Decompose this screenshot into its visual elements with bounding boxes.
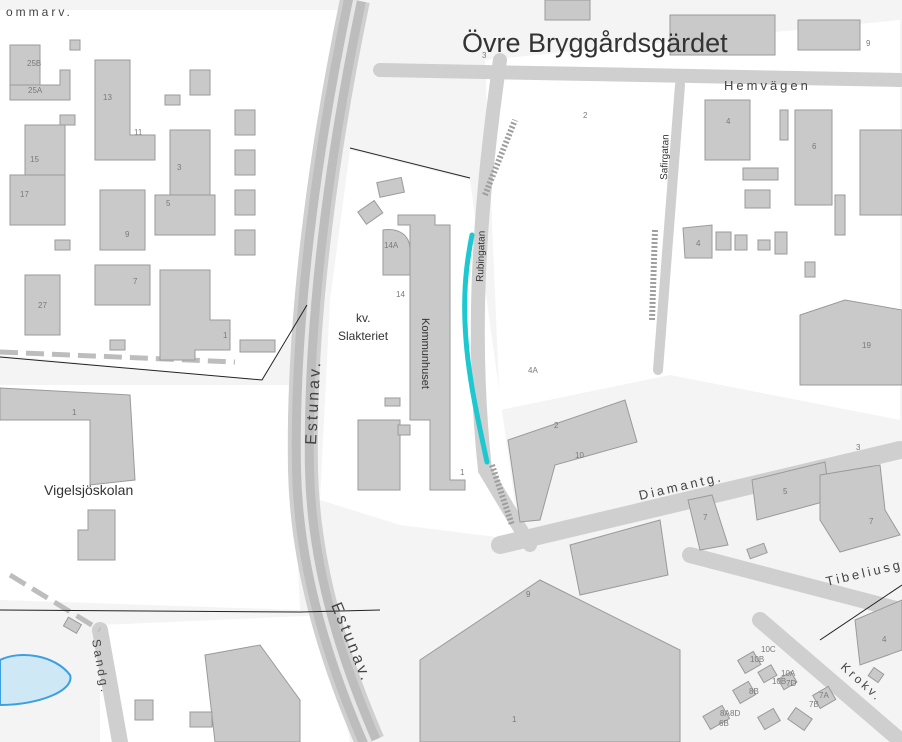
stair-marks	[482, 118, 658, 526]
svg-text:19: 19	[862, 341, 871, 350]
building-1-bottom	[419, 579, 681, 742]
building-top-middle	[669, 14, 776, 56]
slakteriet-label: Slakteriet	[338, 329, 389, 343]
svg-text:7B: 7B	[809, 700, 819, 709]
svg-text:1: 1	[223, 331, 228, 340]
block-vigelsjoskolan	[0, 385, 300, 610]
building-25a	[9, 69, 71, 101]
svg-text:1: 1	[460, 468, 465, 477]
building-7-mid	[687, 494, 729, 551]
building-13	[94, 59, 156, 161]
highway-estunavagen	[287, 0, 384, 742]
building-19	[799, 299, 902, 386]
rubingatan-label: Rubingatan	[475, 231, 488, 283]
hemvagen-label: Hemvägen	[724, 78, 811, 93]
rubingatan-highlight[interactable]	[462, 232, 490, 465]
svg-text:6: 6	[812, 142, 817, 151]
safirgatan-label: Safirgatan	[659, 134, 672, 180]
building-10	[507, 399, 638, 523]
kommarv-label: ommarv.	[6, 5, 73, 19]
building-sw	[204, 644, 301, 742]
kommunhuset-label: Kommunhuset	[419, 318, 431, 389]
property-lines	[0, 147, 902, 641]
svg-text:25B: 25B	[27, 59, 41, 68]
svg-text:4: 4	[696, 239, 701, 248]
svg-text:25A: 25A	[28, 86, 43, 95]
road-hemvagen	[373, 63, 902, 87]
svg-text:10: 10	[575, 451, 584, 460]
svg-text:10B: 10B	[772, 677, 786, 686]
building-slakteriet-south	[357, 419, 401, 491]
svg-text:7: 7	[133, 277, 138, 286]
svg-text:14A: 14A	[384, 241, 399, 250]
water-pond	[0, 654, 72, 707]
svg-text:2: 2	[554, 421, 559, 430]
building-4-ne	[704, 99, 751, 161]
svg-text:9: 9	[866, 39, 871, 48]
building-14a	[382, 229, 411, 276]
building-south-middle	[569, 519, 669, 596]
building-3	[169, 129, 211, 196]
kv-label: kv.	[356, 311, 370, 325]
svg-text:8D: 8D	[730, 709, 740, 718]
dashed-boundary-north	[0, 349, 236, 365]
district-label: Övre Bryggårdsgärdet	[462, 28, 728, 58]
svg-text:8B: 8B	[749, 687, 759, 696]
building-7-right	[819, 464, 901, 553]
property-numbers: 3 9 25B 25A 13 11 15 3 17 5 9 7 27 1 2 4…	[20, 39, 887, 728]
road-krokvagen	[752, 612, 902, 742]
svg-text:2: 2	[583, 111, 588, 120]
svg-text:5: 5	[166, 199, 171, 208]
svg-text:10A: 10A	[781, 669, 796, 678]
building-vigelsjoskolan	[0, 387, 136, 486]
building-7	[94, 264, 151, 306]
svg-text:7: 7	[869, 517, 874, 526]
svg-text:27: 27	[38, 301, 47, 310]
svg-text:11: 11	[134, 128, 143, 137]
building-15	[24, 124, 66, 176]
building-4-mid	[682, 224, 713, 259]
svg-text:7A: 7A	[819, 691, 829, 700]
building-vigel-south	[77, 509, 116, 561]
building-1-nw	[159, 269, 231, 361]
svg-text:3: 3	[856, 443, 861, 452]
dashed-boundary-south	[8, 572, 102, 633]
building-east-edge	[859, 129, 902, 216]
svg-text:9: 9	[526, 590, 531, 599]
svg-text:14: 14	[396, 290, 405, 299]
building-17	[9, 174, 66, 226]
svg-text:1: 1	[512, 715, 517, 724]
svg-text:13: 13	[103, 93, 112, 102]
svg-text:1: 1	[72, 408, 77, 417]
estunav-upper-label: Estunav.	[303, 359, 324, 445]
svg-text:3: 3	[482, 51, 487, 60]
svg-text:4: 4	[882, 635, 887, 644]
svg-text:4: 4	[726, 117, 731, 126]
building-9	[99, 189, 146, 251]
building-27	[24, 274, 61, 336]
svg-text:9: 9	[125, 230, 130, 239]
svg-text:6B: 6B	[719, 719, 729, 728]
road-safirgatan	[653, 80, 685, 375]
svg-text:17: 17	[20, 190, 29, 199]
road-sandgatan	[92, 622, 128, 742]
svg-text:5: 5	[783, 487, 788, 496]
building-kommunhuset	[397, 214, 466, 491]
svg-text:10C: 10C	[761, 645, 776, 654]
svg-text:4A: 4A	[528, 366, 538, 375]
svg-text:10B: 10B	[750, 655, 764, 664]
building-4-bottom	[854, 599, 902, 666]
road-tibeliusgatan	[682, 547, 902, 618]
building-5	[154, 194, 216, 236]
svg-text:3: 3	[177, 163, 182, 172]
svg-text:7: 7	[703, 513, 708, 522]
vigelsjoskolan-label: Vigelsjöskolan	[44, 482, 133, 498]
building-6	[794, 109, 833, 206]
svg-text:8A: 8A	[720, 709, 730, 718]
svg-text:15: 15	[30, 155, 39, 164]
svg-text:7D: 7D	[786, 679, 796, 688]
